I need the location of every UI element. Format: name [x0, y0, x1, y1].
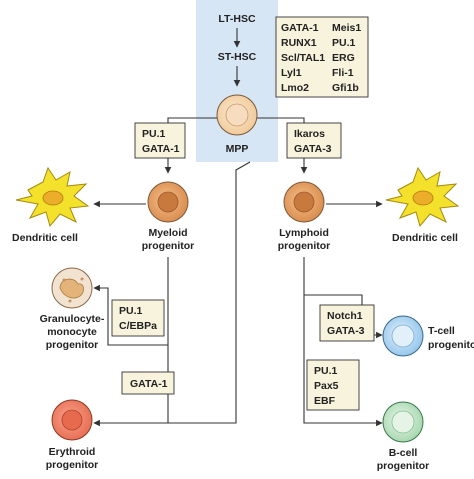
- bcell-progenitor-label: B-cell: [389, 447, 418, 459]
- lymphoid-progenitor-label: progenitor: [278, 240, 331, 252]
- erythroid-factor-box: [121, 371, 175, 395]
- granulocyte-factor: C/EBPa: [119, 320, 157, 332]
- hsc-factor: RUNX1: [281, 37, 317, 49]
- st-hsc-label: ST-HSC: [218, 51, 257, 63]
- hsc-factor: Fli-1: [332, 67, 354, 79]
- bcell-factor: PU.1: [314, 365, 338, 377]
- hsc-factor: PU.1: [332, 37, 356, 49]
- dendritic-cell-right-label: Dendritic cell: [392, 232, 458, 244]
- myeloid-factor: GATA-1: [142, 143, 180, 155]
- erythroid-progenitor-label: progenitor: [46, 459, 99, 471]
- myeloid-progenitor-label: Myeloid: [148, 227, 187, 239]
- hsc-factor: Lyl1: [281, 67, 302, 79]
- erythroid-progenitor-cell: [51, 399, 93, 441]
- tcell-factor: GATA-3: [327, 325, 365, 337]
- lt-hsc-label: LT-HSC: [218, 13, 256, 25]
- erythroid-progenitor-label: Erythroid: [49, 446, 96, 458]
- tcell-factor-box: [319, 304, 375, 342]
- myeloid-factor-box: [134, 122, 186, 159]
- hsc-factors-left: GATA-1 RUNX1 Scl/TAL1 Lyl1 Lmo2: [281, 22, 325, 94]
- mpp-cell: [216, 94, 258, 136]
- granulocyte-monocyte-progenitor-cell: [51, 267, 93, 309]
- erythroid-factor: GATA-1: [130, 378, 168, 390]
- hsc-factor: Lmo2: [281, 82, 309, 94]
- lymphoid-to-b-line: [303, 295, 383, 427]
- hsc-factor: ERG: [332, 52, 355, 64]
- granulocyte-monocyte-label: progenitor: [46, 339, 99, 351]
- lymphoid-factor: GATA-3: [294, 143, 332, 155]
- lymphoid-factor-box: [286, 122, 342, 159]
- lymphoid-progenitor-label: Lymphoid: [279, 227, 329, 239]
- bcell-progenitor-cell: [382, 401, 424, 443]
- granulocyte-factor-box: [111, 299, 165, 337]
- dendritic-cell-left-label: Dendritic cell: [12, 232, 78, 244]
- bcell-factor: EBF: [314, 395, 336, 407]
- tcell-progenitor-cell: [382, 315, 424, 357]
- dendritic-cell-left: [15, 166, 90, 228]
- tcell-progenitor-label-a: T-cell: [428, 325, 455, 337]
- hsc-factor: GATA-1: [281, 22, 319, 34]
- granulocyte-monocyte-label: monocyte: [47, 326, 97, 338]
- lymphoid-factor: Ikaros: [294, 128, 325, 140]
- hsc-factor: Scl/TAL1: [281, 52, 325, 64]
- myeloid-trunk-line: [93, 257, 169, 346]
- bcell-progenitor-label: progenitor: [377, 460, 430, 472]
- bcell-factor-box: [306, 359, 360, 411]
- hsc-factor: Meis1: [332, 22, 361, 34]
- myeloid-progenitor-cell: [147, 181, 189, 223]
- myeloid-progenitor-label: progenitor: [142, 240, 195, 252]
- tcell-factor: Notch1: [327, 310, 363, 322]
- bcell-factor: Pax5: [314, 380, 339, 392]
- myeloid-factor: PU.1: [142, 128, 166, 140]
- dendritic-cell-right: [385, 166, 460, 228]
- tcell-progenitor-label-b: progenitor: [428, 339, 474, 351]
- granulocyte-monocyte-label: Granulocyte-: [40, 313, 105, 325]
- granulocyte-factor: PU.1: [119, 305, 143, 317]
- mpp-to-erythroid-line: [168, 161, 251, 424]
- lymphoid-progenitor-cell: [283, 181, 325, 223]
- mpp-label: MPP: [226, 143, 249, 155]
- hsc-factor: Gfi1b: [332, 82, 359, 94]
- hsc-factor-box: [275, 16, 369, 98]
- hsc-factors-right: Meis1 PU.1 ERG Fli-1 Gfi1b: [332, 22, 361, 94]
